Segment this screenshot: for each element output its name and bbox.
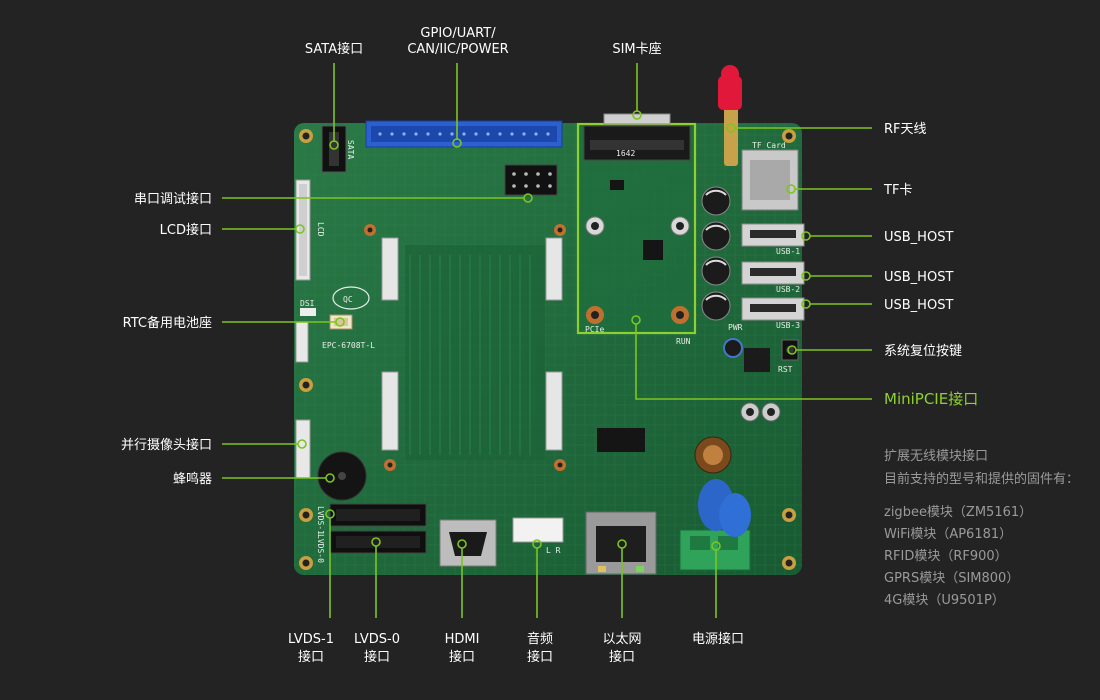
note-heading-1: 扩展无线模块接口 — [884, 448, 988, 464]
capacitors — [701, 186, 743, 358]
mounting-holes — [299, 129, 796, 570]
svg-text:LVDS-0: LVDS-0 — [316, 534, 325, 563]
label-gpio-line1: GPIO/UART/ — [420, 26, 496, 41]
svg-text:DSI: DSI — [300, 299, 315, 308]
usb-port-3: USB-3 — [741, 297, 805, 330]
note-item: WiFi模块（AP6181） — [884, 527, 1012, 542]
svg-text:1642: 1642 — [616, 149, 635, 158]
buzzer — [317, 451, 367, 501]
callout-labels: SATA接口 GPIO/UART/ CAN/IIC/POWER SIM卡座 串口… — [121, 26, 978, 665]
label-power: 电源接口 — [692, 631, 744, 647]
svg-text:PCIe: PCIe — [585, 325, 604, 334]
note-item: GPRS模块（SIM800） — [884, 571, 1019, 586]
label-audio-line2: 接口 — [527, 649, 553, 665]
b2b-connectors — [381, 237, 563, 451]
label-lvds0-line1: LVDS-0 — [354, 632, 400, 647]
svg-text:QC: QC — [343, 295, 353, 304]
dsi-connector: DSI — [295, 299, 316, 363]
svg-text:USB-2: USB-2 — [776, 285, 800, 294]
label-gpio-line2: CAN/IIC/POWER — [407, 42, 508, 57]
svg-text:LCD: LCD — [316, 222, 325, 237]
audio-connector: L R — [512, 517, 564, 555]
debug-header — [504, 164, 558, 196]
silk-pwr: PWR — [728, 323, 743, 332]
usb-port-2: USB-2 — [741, 261, 805, 294]
usb-port-1: USB-1 — [741, 223, 805, 256]
lcd-connector: LCD — [295, 179, 325, 281]
svg-text:USB-1: USB-1 — [776, 247, 800, 256]
label-minipcie: MiniPCIE接口 — [884, 390, 978, 408]
label-parallel-camera: 并行摄像头接口 — [121, 437, 212, 453]
label-ethernet-line2: 接口 — [609, 649, 635, 665]
label-lvds1-line1: LVDS-1 — [288, 632, 334, 647]
wireless-module-note: 扩展无线模块接口 目前支持的型号和提供的固件有： zigbee模块（ZM5161… — [884, 448, 1079, 608]
note-heading-2: 目前支持的型号和提供的固件有： — [884, 471, 1079, 487]
label-usb-host-2: USB_HOST — [884, 270, 953, 285]
lvds0-connector: LVDS-0 — [316, 530, 427, 563]
label-audio-line1: 音频 — [527, 631, 553, 647]
board-model: EPC-6708T-L — [322, 341, 375, 350]
note-item: 4G模块（U9501P） — [884, 593, 1005, 608]
label-rtc: RTC备用电池座 — [123, 315, 212, 331]
camera-connector — [295, 419, 311, 479]
label-usb-host-3: USB_HOST — [884, 298, 953, 313]
leader-lines — [222, 63, 872, 618]
label-lcd: LCD接口 — [160, 222, 212, 238]
gpio-header — [365, 120, 563, 148]
rf-antenna — [718, 65, 742, 166]
label-debug: 串口调试接口 — [134, 191, 212, 207]
label-reset: 系统复位按键 — [884, 344, 962, 359]
power-components — [597, 348, 781, 537]
label-rf: RF天线 — [884, 122, 927, 137]
label-lvds0-line2: 接口 — [364, 649, 390, 665]
label-sata: SATA接口 — [305, 41, 363, 57]
label-sim: SIM卡座 — [612, 42, 661, 57]
label-buzzer: 蜂鸣器 — [173, 471, 212, 487]
ethernet-port — [585, 511, 657, 575]
svg-text:RST: RST — [778, 365, 793, 374]
qc-sticker: QC — [332, 286, 370, 310]
silk-run: RUN — [676, 337, 691, 346]
label-ethernet-line1: 以太网 — [602, 632, 641, 647]
pcb-board: SATA LCD DSI — [294, 65, 805, 575]
minipcie-slot: 1642 PCIe — [580, 123, 695, 334]
svg-text:SATA: SATA — [346, 140, 355, 159]
note-item: zigbee模块（ZM5161） — [884, 505, 1032, 520]
hdmi-port — [439, 519, 497, 567]
lvds1-connector: LVDS-1 — [316, 503, 427, 535]
svg-text:L R: L R — [546, 546, 561, 555]
label-tf: TF卡 — [883, 183, 912, 198]
tf-card-slot: TF Card — [741, 141, 799, 211]
svg-text:LVDS-1: LVDS-1 — [316, 506, 325, 535]
label-lvds1-line2: 接口 — [298, 649, 324, 665]
label-usb-host-1: USB_HOST — [884, 230, 953, 245]
label-hdmi-line2: 接口 — [449, 649, 475, 665]
label-hdmi-line1: HDMI — [445, 632, 480, 647]
svg-text:TF Card: TF Card — [752, 141, 786, 150]
svg-text:USB-3: USB-3 — [776, 321, 800, 330]
note-item: RFID模块（RF900） — [884, 549, 1008, 564]
